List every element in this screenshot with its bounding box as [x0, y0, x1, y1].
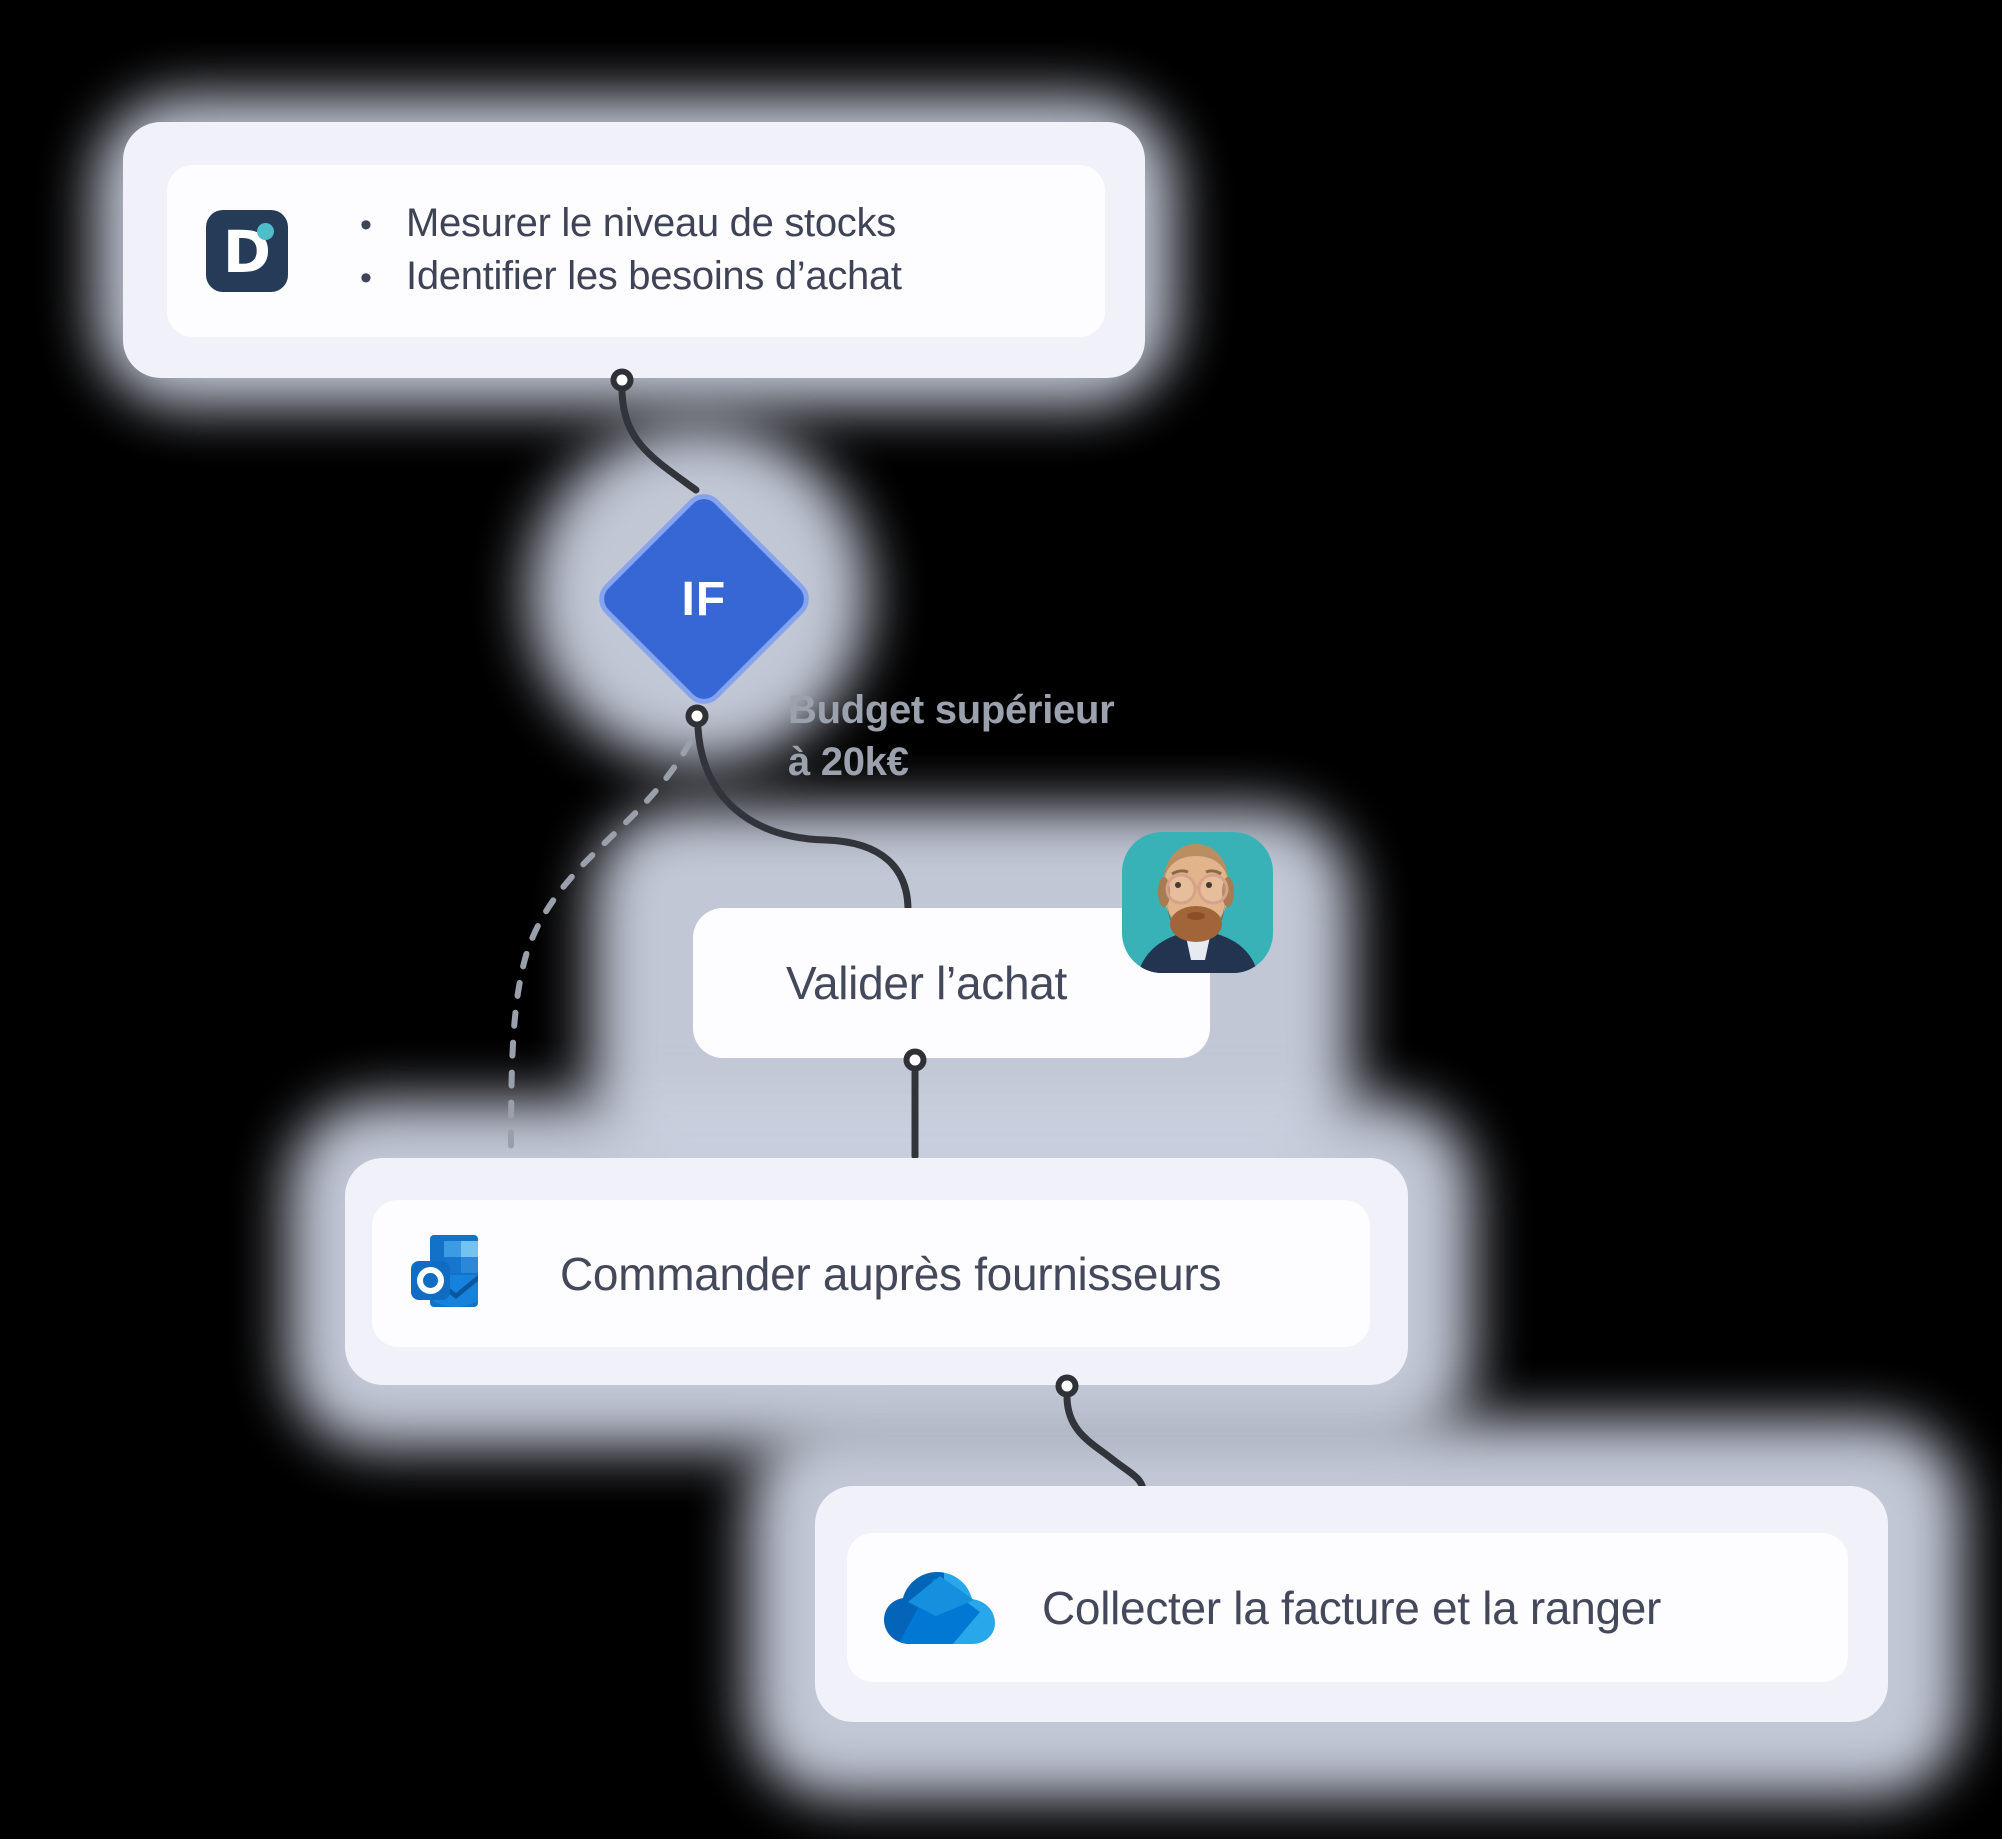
condition-line-1: Budget supérieur [788, 688, 1115, 732]
outlook-icon [411, 1234, 478, 1307]
d-logo-teal-dot [257, 223, 274, 240]
stock-task-text-2: Identifier les besoins d’achat [406, 254, 902, 298]
stock-task-list: • Mesurer le niveau de stocks • Identifi… [360, 198, 902, 304]
bullet-icon: • [360, 206, 372, 244]
handle-stock-bottom[interactable] [610, 368, 634, 392]
handle-order-bottom[interactable] [1055, 1374, 1079, 1398]
stock-task-item: • Mesurer le niveau de stocks [360, 198, 902, 251]
connector-if-to-validate [694, 724, 912, 914]
stock-task-item: • Identifier les besoins d’achat [360, 251, 902, 304]
d-app-logo-icon: D [206, 210, 288, 292]
handle-validate-bottom[interactable] [903, 1048, 927, 1072]
onedrive-icon [884, 1572, 995, 1644]
stock-task-text-1: Mesurer le niveau de stocks [406, 201, 896, 245]
connector-if-bypass-dashed [508, 739, 693, 1159]
collect-card-inner[interactable]: Collecter la facture et la ranger [847, 1533, 1848, 1682]
order-card-label: Commander auprès fournisseurs [560, 1247, 1222, 1300]
condition-label: Budget supérieur à 20k€ [788, 684, 1115, 788]
condition-line-2: à 20k€ [788, 740, 909, 784]
approver-avatar[interactable] [1122, 832, 1273, 973]
connector-stock-to-if [618, 388, 700, 494]
validate-card-label: Valider l’achat [785, 957, 1068, 1009]
bullet-icon: • [360, 259, 372, 297]
collect-card-label: Collecter la facture et la ranger [1042, 1581, 1662, 1634]
handle-if-bottom[interactable] [685, 704, 709, 728]
order-card-inner[interactable]: Commander auprès fournisseurs [372, 1200, 1370, 1347]
connector-order-to-collect [1063, 1394, 1147, 1494]
stock-card-inner[interactable]: D • Mesurer le niveau de stocks • Identi… [167, 165, 1105, 337]
